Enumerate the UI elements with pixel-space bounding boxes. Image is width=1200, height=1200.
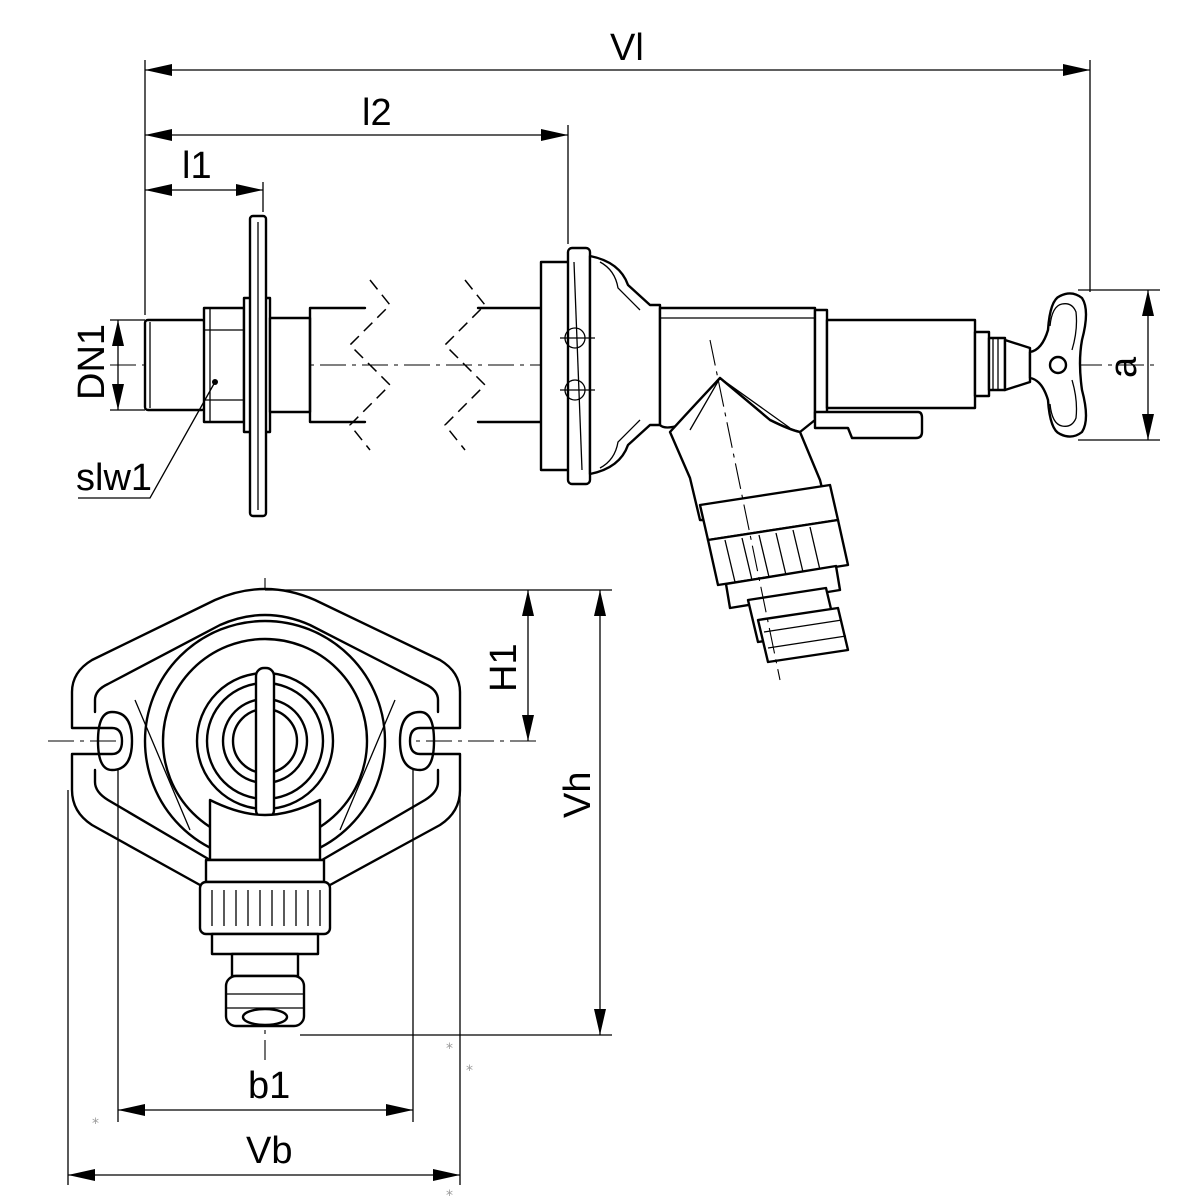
dn1-label: DN1 bbox=[71, 324, 113, 400]
h1-label: H1 bbox=[483, 643, 525, 692]
vh-label: Vh bbox=[557, 772, 599, 818]
hex-nut bbox=[202, 306, 246, 424]
faint-markers: * * * * bbox=[92, 1041, 473, 1200]
pipe-sleeve bbox=[268, 306, 367, 424]
l2-label: l2 bbox=[362, 92, 392, 134]
pipe-nipple bbox=[143, 318, 207, 412]
front-outlet bbox=[198, 798, 332, 1028]
vb-label: Vb bbox=[246, 1130, 292, 1172]
front-view-dimensions: H1 Vh b1 Vb bbox=[67, 589, 612, 1185]
svg-text:*: * bbox=[446, 1041, 453, 1057]
slw1-label: slw1 bbox=[76, 457, 152, 499]
valve-body bbox=[658, 306, 977, 440]
l1-label: l1 bbox=[182, 145, 212, 187]
valve-rosette bbox=[539, 246, 662, 486]
t-handle-key bbox=[1028, 292, 1088, 438]
side-view-dimensions: Vl l2 l1 DN1 a bbox=[71, 27, 1160, 441]
a-label: a bbox=[1103, 356, 1145, 378]
valve-spindle bbox=[973, 330, 1032, 398]
wall-flange bbox=[242, 214, 272, 518]
angled-outlet bbox=[668, 339, 850, 681]
front-handle bbox=[254, 666, 276, 820]
svg-text:*: * bbox=[466, 1063, 473, 1079]
vl-label: Vl bbox=[610, 27, 644, 69]
front-view bbox=[48, 578, 540, 1060]
svg-text:*: * bbox=[446, 1188, 453, 1200]
b1-label: b1 bbox=[248, 1065, 290, 1107]
side-view: slw1 bbox=[76, 214, 1160, 681]
break-lines bbox=[348, 279, 487, 451]
svg-text:*: * bbox=[92, 1116, 99, 1132]
